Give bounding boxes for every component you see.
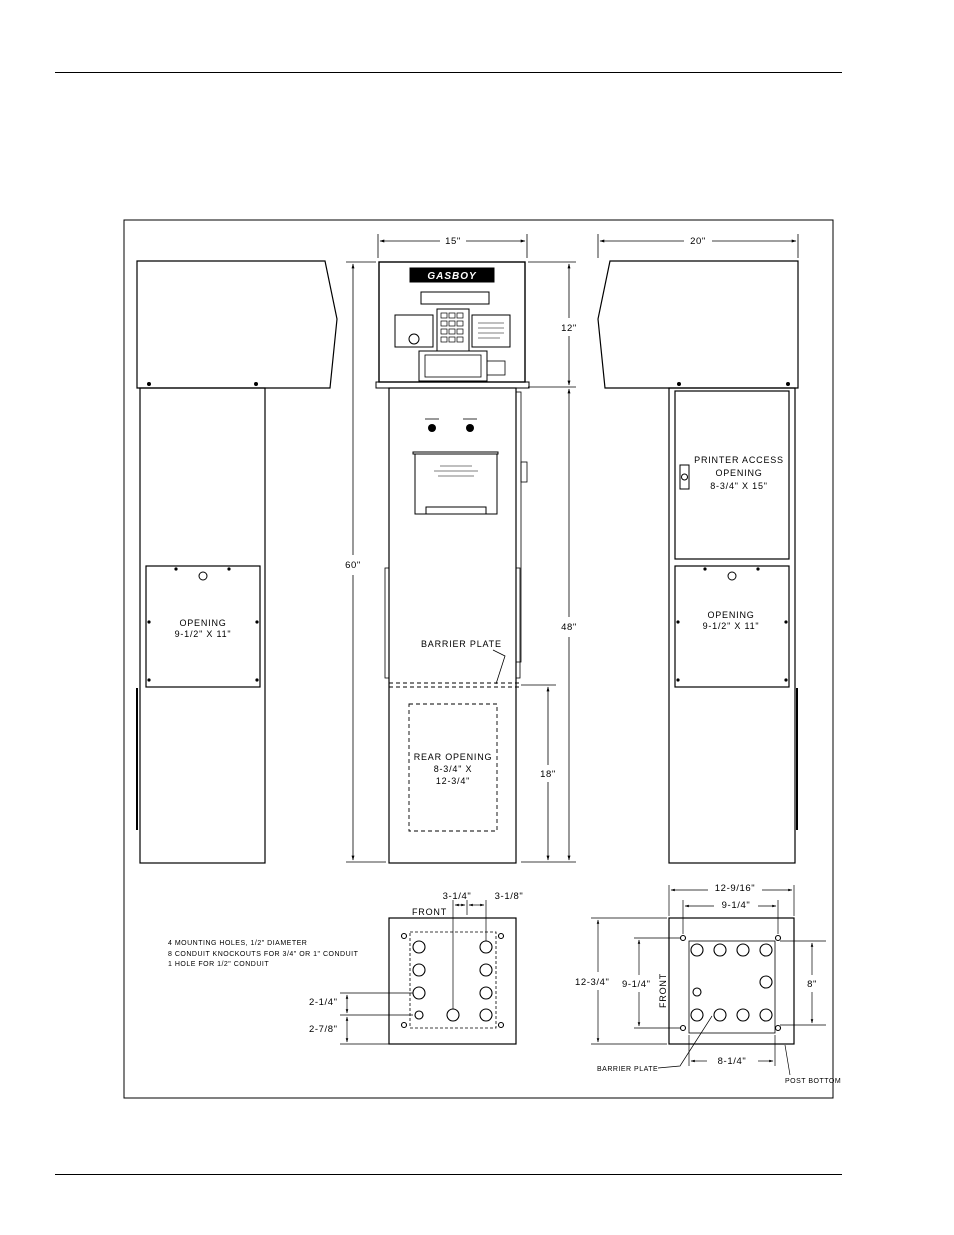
- rear-opening-line2: 8-3/4" X: [434, 764, 473, 774]
- rear-opening-line3: 12-3/4": [436, 776, 470, 786]
- dim-3-1-4: 3-1/4": [443, 891, 472, 902]
- dim-2-1-4: 2-1/4": [309, 997, 338, 1008]
- dim-12-9-16: 12-9/16": [715, 883, 755, 894]
- drawing-frame: [123, 219, 834, 1099]
- right-side-screws: [676, 382, 790, 682]
- barrier-plate-label: BARRIER PLATE: [421, 639, 502, 649]
- front-indicators: [425, 418, 477, 432]
- brand-logo: GASBOY: [427, 271, 477, 282]
- dim-12: 12": [561, 323, 577, 334]
- brand-plate: [410, 268, 494, 282]
- rear-opening-line1: REAR OPENING: [414, 752, 493, 762]
- opening-left-line1: OPENING: [179, 618, 226, 628]
- footer-rule: [55, 1174, 842, 1175]
- printer-access-line3: 8-3/4" X 15": [710, 481, 768, 491]
- right-base-plate: [668, 917, 795, 1045]
- note-line1: 4 MOUNTING HOLES, 1/2" DIAMETER: [168, 940, 307, 947]
- opening-right-line1: OPENING: [707, 610, 754, 620]
- left-knockouts: [400, 932, 505, 1029]
- right-knockouts: [679, 934, 782, 1032]
- opening-left-line2: 9-1/2" X 11": [175, 629, 232, 639]
- front-post: [384, 387, 528, 864]
- left-side-view: [136, 260, 338, 864]
- dim-15: 15": [445, 236, 461, 247]
- printer-access-line1: PRINTER ACCESS: [694, 455, 784, 465]
- left-base-plate: [388, 917, 517, 1045]
- left-side-screws: [147, 382, 259, 682]
- keypad: [440, 312, 464, 343]
- barrier-plate-dashed: [389, 682, 521, 832]
- dim-8: 8": [807, 979, 817, 990]
- post-bottom-label: POST BOTTOM: [785, 1078, 841, 1085]
- dim-48: 48": [561, 622, 577, 633]
- right-side-view: [597, 260, 799, 864]
- dim-2-7-8: 2-7/8": [309, 1024, 338, 1035]
- header-rule: [55, 72, 842, 73]
- left-opening-hole: [198, 571, 208, 581]
- barrier-plate-small-label: BARRIER PLATE: [597, 1066, 658, 1073]
- note-line2: 8 CONDUIT KNOCKOUTS FOR 3/4" OR 1" CONDU…: [168, 951, 359, 958]
- dim-18: 18": [540, 769, 556, 780]
- dim-9-1-4-side: 9-1/4": [622, 979, 651, 990]
- opening-right-line2: 9-1/2" X 11": [703, 621, 760, 631]
- dim-20: 20": [690, 236, 706, 247]
- dim-9-1-4-top: 9-1/4": [722, 900, 751, 911]
- printer-access-line2: OPENING: [715, 468, 762, 478]
- dim-12-3-4: 12-3/4": [575, 977, 610, 988]
- front-label-left: FRONT: [412, 907, 447, 917]
- right-opening-hole: [727, 571, 737, 581]
- dim-8-1-4: 8-1/4": [718, 1056, 747, 1067]
- front-label-right: FRONT: [658, 973, 668, 1008]
- note-line3: 1 HOLE FOR 1/2" CONDUIT: [168, 961, 269, 968]
- dim-3-1-8: 3-1/8": [495, 891, 524, 902]
- dim-60: 60": [345, 560, 361, 571]
- printer-access-latch: [679, 464, 690, 490]
